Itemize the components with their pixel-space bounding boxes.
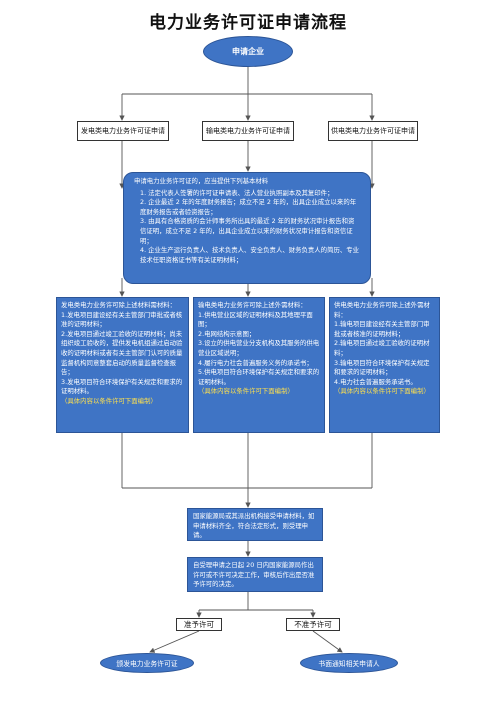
basic-materials-list: 1. 法定代表人签署的许可证申请表、法人营业执照副本及其复印件； 2. 企业最近… bbox=[134, 189, 360, 266]
list-item: 3.设立的供电营业分支机构及其服务的供电营业区域说明； bbox=[198, 339, 320, 357]
list-item: 4.履行电力社会普遍服务义务的承诺书； bbox=[198, 358, 313, 367]
list-item: 1.发电项目建设经有关主管部门审批或者核准的证明材料； bbox=[61, 310, 183, 329]
category-generation-label: 发电类电力业务许可证申请 bbox=[81, 127, 165, 135]
list-item: 5.供电项目符合环境保护有关规定和要求的证明材料。 bbox=[198, 368, 320, 386]
list-item: 2. 企业最近 2 年的年度财务报告；成立不足 2 年的，出具企业成立以来的年度… bbox=[140, 198, 357, 216]
category-transmission-label: 输电类电力业务许可证申请 bbox=[206, 127, 290, 135]
list-item: 2.电网结构示意图； bbox=[198, 329, 256, 338]
category-transmission: 输电类电力业务许可证申请 bbox=[202, 121, 294, 141]
supply-materials-box: 供电类电力业务许可除上述外需材料： 1.输电项目建设经有关主管部门审批或者核准的… bbox=[329, 297, 440, 433]
start-applicant: 申请企业 bbox=[203, 36, 293, 67]
category-generation: 发电类电力业务许可证申请 bbox=[77, 121, 169, 141]
transmission-materials-heading: 输电类电力业务许可除上述外需材料： bbox=[198, 301, 307, 309]
accept-application-box: 国家能源局或其派出机构接受申请材料，如申请材料齐全，符合法定形式，则受理申请。 bbox=[187, 508, 323, 541]
basic-materials-heading: 申请电力业务许可证的，应当提供下列基本材料 bbox=[134, 177, 269, 185]
transmission-materials-box: 输电类电力业务许可除上述外需材料： 1.供电营业区域的证明材料及其地理平面图； … bbox=[193, 297, 325, 433]
category-supply: 供电类电力业务许可证申请 bbox=[328, 121, 418, 141]
generation-materials-list: 1.发电项目建设经有关主管部门审批或者核准的证明材料； 2.发电项目通过竣工验收… bbox=[61, 311, 184, 397]
transmission-materials-note: （具体内容以条件许可下面编制） bbox=[198, 387, 294, 396]
list-item: 4. 企业生产运行负责人、技术负责人、安全负责人、财务负责人的简历、专业技术任职… bbox=[140, 246, 360, 264]
result-issue-license: 颁发电力业务许可证 bbox=[100, 653, 194, 673]
result-notify-applicant: 书面通知相关申请人 bbox=[300, 653, 398, 673]
start-label: 申请企业 bbox=[232, 47, 264, 56]
list-item: 1.输电项目建设经有关主管部门审批或者核准的证明材料； bbox=[334, 320, 430, 338]
generation-materials-heading: 发电类电力业务许可除上述材料需材料： bbox=[61, 301, 177, 309]
generation-materials-note: （具体内容以条件许可下面编制） bbox=[61, 396, 157, 405]
review-decision-box: 自受理申请之日起 20 日内国家能源局作出许可或不许可决定工作，审核后作出是否准… bbox=[187, 557, 323, 592]
decision-approve: 准予许可 bbox=[176, 618, 222, 631]
review-decision-text: 自受理申请之日起 20 日内国家能源局作出许可或不许可决定工作，审核后作出是否准… bbox=[193, 561, 315, 589]
transmission-materials-list: 1.供电营业区域的证明材料及其地理平面图； 2.电网结构示意图； 3.设立的供电… bbox=[198, 311, 320, 388]
category-supply-label: 供电类电力业务许可证申请 bbox=[331, 127, 415, 135]
list-item: 3.发电项目符合环境保护有关规定和要求的证明材料。 bbox=[61, 377, 183, 396]
accept-application-text: 国家能源局或其派出机构接受申请材料，如申请材料齐全，符合法定形式，则受理申请。 bbox=[193, 512, 315, 540]
list-item: 2.输电项目通过竣工验收的证明材料； bbox=[334, 339, 430, 357]
decision-reject: 不准予许可 bbox=[286, 618, 340, 631]
decision-approve-label: 准予许可 bbox=[184, 620, 214, 629]
list-item: 3. 由具有合格资质的会计师事务所出具的最近 2 年的财务状况审计报告和资信证明… bbox=[140, 217, 355, 245]
result-notify-applicant-label: 书面通知相关申请人 bbox=[318, 660, 380, 668]
page-title: 电力业务许可证申请流程 bbox=[149, 13, 347, 33]
supply-materials-note: （具体内容以条件许可下面编制） bbox=[334, 387, 430, 396]
list-item: 2.发电项目通过竣工验收的证明材料；尚未组织竣工验收的，提供发电机组通过启动验收… bbox=[61, 329, 183, 377]
list-item: 1. 法定代表人签署的许可证申请表、法人营业执照副本及其复印件； bbox=[140, 188, 334, 197]
generation-materials-box: 发电类电力业务许可除上述材料需材料： 1.发电项目建设经有关主管部门审批或者核准… bbox=[56, 297, 189, 433]
supply-materials-list: 1.输电项目建设经有关主管部门审批或者核准的证明材料； 2.输电项目通过竣工验收… bbox=[334, 320, 435, 387]
list-item: 1.供电营业区域的证明材料及其地理平面图； bbox=[198, 310, 313, 329]
list-item: 4.电力社会普遍服务承诺书。 bbox=[334, 377, 417, 386]
decision-reject-label: 不准予许可 bbox=[294, 620, 332, 629]
result-issue-license-label: 颁发电力业务许可证 bbox=[116, 660, 178, 668]
supply-materials-heading: 供电类电力业务许可除上述外需材料： bbox=[334, 301, 430, 319]
list-item: 3.输电项目符合环境保护有关规定和要求的证明材料； bbox=[334, 358, 430, 377]
basic-materials-box: 申请电力业务许可证的，应当提供下列基本材料 1. 法定代表人签署的许可证申请表、… bbox=[123, 172, 371, 284]
